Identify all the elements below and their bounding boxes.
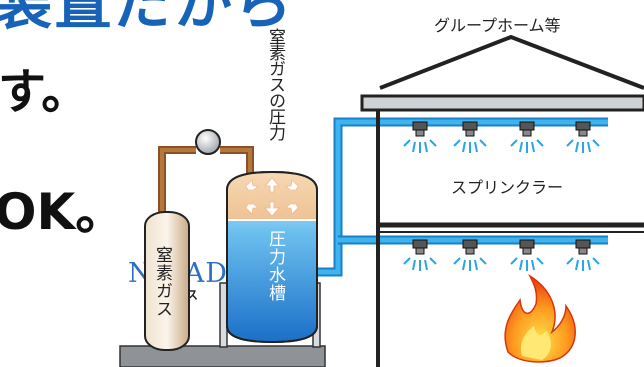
sprinkler-heads-lower [403, 239, 600, 271]
sprinkler-icon [566, 121, 600, 153]
sprinkler-icon [566, 239, 600, 271]
pressure-tank-label: 圧力水槽 [265, 230, 285, 302]
group-home-building [360, 34, 644, 367]
group-home-label: グループホーム等 [434, 16, 561, 35]
sprinkler-icon [453, 239, 487, 271]
headline-middle: す。 [0, 64, 90, 120]
sprinkler-icon [453, 121, 487, 153]
pressure-tank [226, 170, 318, 344]
fire-icon [504, 273, 576, 363]
sprinkler-label: スプリンクラー [451, 178, 564, 197]
headline-ok: OK。 [0, 183, 126, 241]
headline-top: 装置だから [0, 0, 295, 37]
sprinkler-icon [403, 239, 437, 271]
nitrogen-cylinder [144, 211, 190, 351]
sprinkler-icon [510, 121, 544, 153]
nitrogen-pressure-label: 窒素ガスの圧力 [265, 28, 285, 140]
nitrogen-cylinder-label: 窒素ガス [152, 246, 172, 318]
gas-pressure-arrows [245, 177, 299, 217]
nitrogen-gas-pipe [158, 146, 254, 215]
pressure-gauge-icon [195, 129, 221, 155]
sprinkler-icon [403, 121, 437, 153]
sprinkler-icon [510, 239, 544, 271]
sprinkler-heads-upper [403, 121, 600, 153]
